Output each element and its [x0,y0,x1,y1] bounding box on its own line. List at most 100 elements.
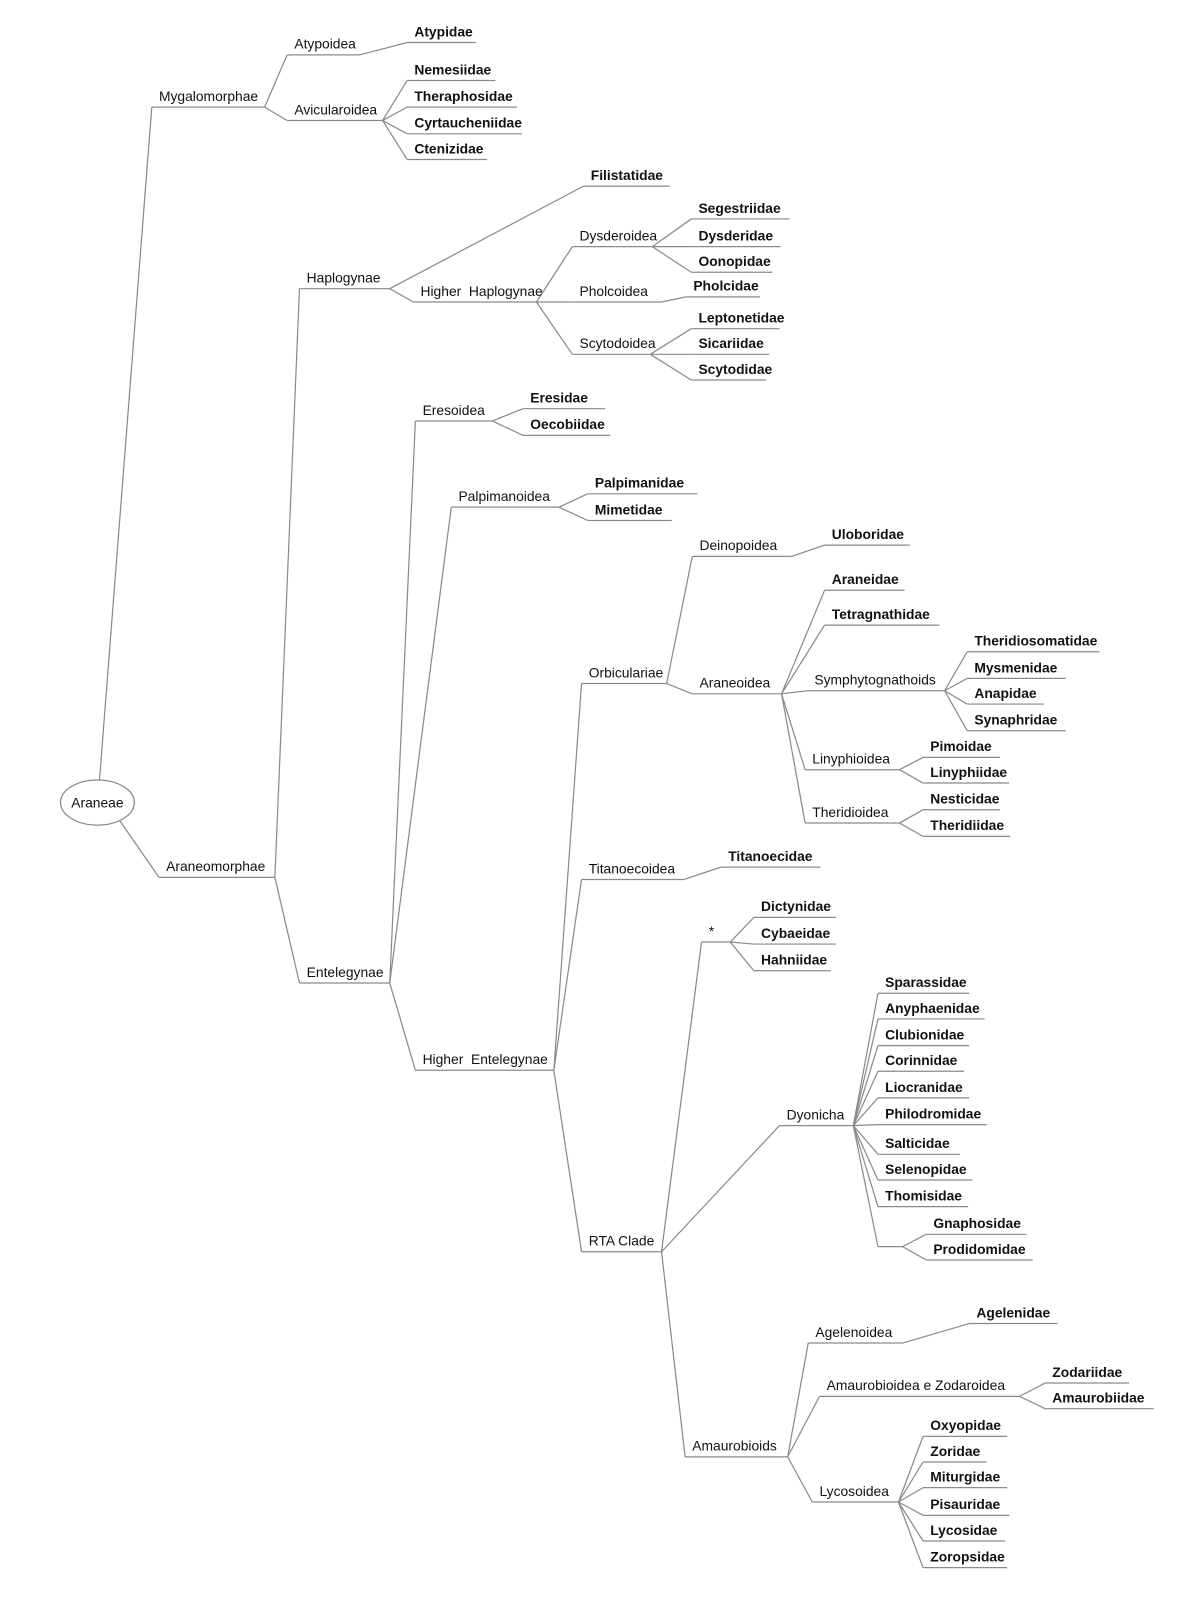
branch-to-agelenidae [902,1322,970,1344]
family-label-titanoecidae: Titanoecidae [728,848,813,864]
family-label-gnaphosidae: Gnaphosidae [933,1215,1021,1231]
branch-to-amaurobioidea-e-zodaroidea [787,1396,821,1458]
family-label-segestriidae: Segestriidae [698,200,781,216]
family-label-mimetidae: Mimetidae [595,501,663,517]
branch-to-higher-entelegynae [389,982,416,1071]
branch-to-dysderoidea [535,246,573,303]
branch-to-lycosoidea [787,1456,813,1503]
clade-label-dysderoidea: Dysderoidea [579,227,657,243]
branch-to-titanoecoidea [553,879,583,1071]
branch-to-palpimanoidea [389,507,452,984]
branch-to-mygalomorphae [98,107,153,781]
family-label-cyrtaucheniidae: Cyrtaucheniidae [414,115,522,131]
family-label-corinnidae: Corinnidae [885,1052,958,1068]
branch-to-miturgidae [898,1487,924,1503]
branch-to-agelenoidea [787,1342,809,1457]
family-label-mysmenidae: Mysmenidae [974,659,1057,675]
branch-to-mimetidae [558,506,588,522]
clade-label-star: * [709,923,715,939]
branch-to-pisauridae [898,1501,924,1516]
family-label-anyphaenidae: Anyphaenidae [885,1000,980,1016]
family-label-ctenizidae: Ctenizidae [414,140,483,156]
branch-to-philodromidae [853,1123,878,1127]
branch-to-corinnidae [852,1070,879,1126]
family-label-liocranidae: Liocranidae [885,1079,963,1095]
clade-label-araneoidea: Araneoidea [699,675,770,691]
family-label-palpimanidae: Palpimanidae [595,475,684,491]
branch-to-gnaphosidae [902,1233,927,1248]
branch-to-anyphaenidae [852,1018,879,1126]
branch-to-oonopidae [651,246,692,273]
branch-to-nesticidae [899,809,924,824]
clade-label-symphytognathoids: Symphytognathoids [814,672,936,688]
branch-to-higher-haplogynae [389,288,414,303]
family-label-oxyopidae: Oxyopidae [930,1417,1001,1433]
family-label-filistatidae: Filistatidae [591,167,664,183]
branch-to-linyphioidea [780,693,806,770]
family-label-dictynidae: Dictynidae [761,898,831,914]
family-label-nemesiidae: Nemesiidae [414,61,491,77]
branch-to-avicularoidea [264,106,288,122]
clade-label-orbiculariae: Orbiculariae [589,664,664,680]
clade-label-titanoecoidea: Titanoecoidea [589,860,676,876]
family-label-thomisidae: Thomisidae [885,1187,962,1203]
family-label-philodromidae: Philodromidae [885,1105,981,1121]
family-label-selenopidae: Selenopidae [885,1161,967,1177]
clade-label-linyphioidea: Linyphioidea [812,751,890,767]
clade-label-araneomorphae: Araneomorphae [166,858,265,874]
family-label-agelenidae: Agelenidae [976,1304,1050,1320]
branch-to-entelegynae [274,877,301,984]
clade-label-deinopoidea: Deinopoidea [699,537,777,553]
branch-to-atypidae [359,41,408,56]
family-label-atypidae: Atypidae [414,23,473,39]
branch-to-theridiosomatidae [944,651,968,692]
family-label-scytodidae: Scytodidae [698,361,772,377]
family-label-amaurobiidae: Amaurobiidae [1052,1390,1145,1406]
branch-to-salticidae [852,1125,879,1155]
branch-to-dictynidae [729,916,755,943]
family-label-linyphiidae: Linyphiidae [930,764,1007,780]
family-label-prodidomidae: Prodidomidae [933,1241,1026,1257]
branch-to-oxyopidae [897,1436,924,1503]
family-label-theridiidae: Theridiidae [930,817,1004,833]
branch-to-eresidae [492,408,524,422]
family-label-pholcidae: Pholcidae [693,278,759,294]
family-label-leptonetidae: Leptonetidae [698,310,784,326]
root-label-araneae: Araneae [71,795,124,811]
family-label-hahniidae: Hahniidae [761,952,827,968]
branch-to-araneidae [780,589,826,695]
branch-to-hahniidae [729,941,755,972]
family-label-uloboridae: Uloboridae [832,526,905,542]
family-label-theridiosomatidae: Theridiosomatidae [974,633,1097,649]
branch-to-titanoecidae [683,866,722,881]
branch-to-uloboridae [791,544,825,557]
family-label-salticidae: Salticidae [885,1135,950,1151]
clade-label-higher-entelegynae: Higher Entelegynae [423,1051,549,1067]
branch-to-ctenizidae [382,120,408,160]
branch-to-tetragnathidae [781,624,826,695]
branch-to-zodariidae [1019,1382,1046,1397]
clade-label-avicularoidea: Avicularoidea [294,101,377,117]
branch-to-cybaeidae [730,941,754,945]
family-label-sparassidae: Sparassidae [885,974,967,990]
branch-to-segestriidae [651,218,692,248]
family-label-zoropsidae: Zoropsidae [930,1549,1005,1565]
clade-label-amaurobioidea-e-zodaroidea: Amaurobioidea e Zodaroidea [827,1377,1006,1393]
branch-to-nemesiidae [382,80,408,121]
family-label-dysderidae: Dysderidae [698,227,773,243]
branch-to-clubionidae [852,1045,879,1126]
branch-to-palpimanidae [558,493,588,508]
branch-to-theridioidea [780,693,806,824]
clade-label-atypoidea: Atypoidea [294,36,356,52]
branch-to-amaurobioids [660,1251,686,1457]
family-label-lycosidae: Lycosidae [930,1522,997,1538]
branch-to-zoropsidae [897,1501,924,1568]
family-label-oecobiidae: Oecobiidae [530,416,605,432]
family-label-oonopidae: Oonopidae [698,253,771,269]
family-label-eresidae: Eresidae [530,390,588,406]
branch-to-symphytognathoids [781,690,808,695]
family-label-sicariidae: Sicariidae [698,335,764,351]
branch-to-dyonicha [661,1125,780,1253]
